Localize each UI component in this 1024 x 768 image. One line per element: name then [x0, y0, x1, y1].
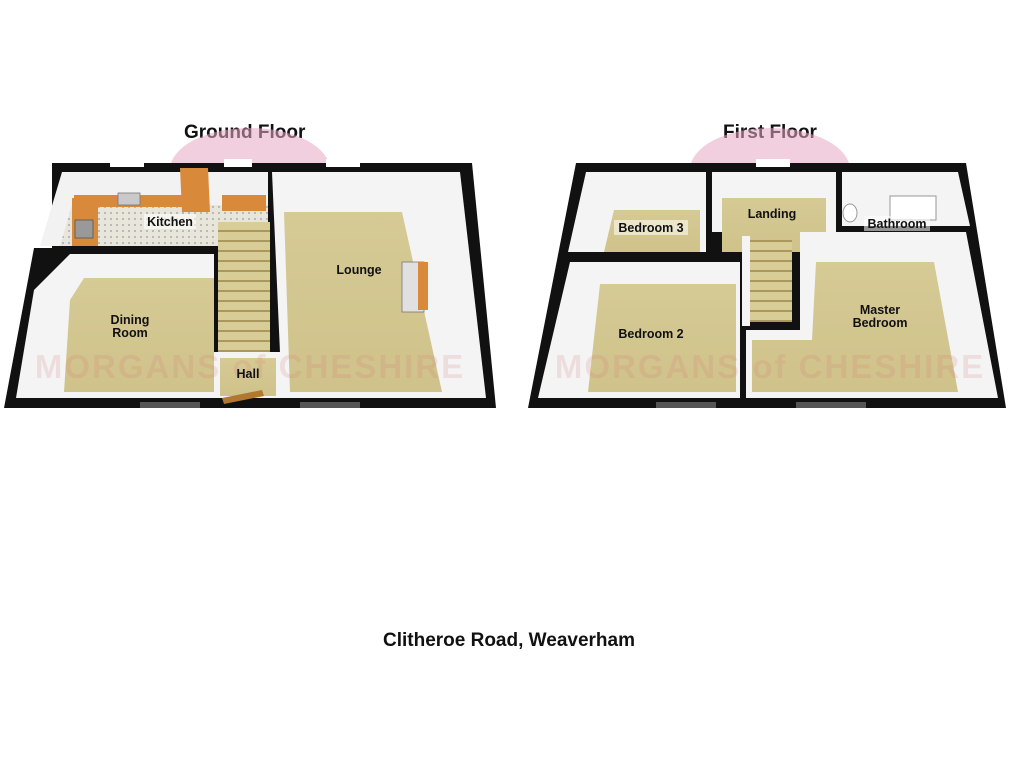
hall-and-stairs: [214, 222, 282, 404]
watermark-text-ground: MORGANS of CHESHIRE: [35, 348, 465, 385]
watermark-text-first: MORGANS of CHESHIRE: [555, 348, 985, 385]
dining-room: [16, 254, 214, 398]
room-label-dining-line1: Dining: [111, 313, 150, 327]
room-label-landing: Landing: [748, 207, 797, 221]
landing-area: [712, 172, 836, 326]
master-bedroom: [746, 232, 998, 398]
room-label-lounge: Lounge: [336, 263, 381, 277]
room-label-bedroom-3: Bedroom 3: [618, 221, 683, 235]
property-address: Clitheroe Road, Weaverham: [382, 630, 635, 651]
room-label-hall: Hall: [237, 367, 260, 381]
room-label-bedroom-2: Bedroom 2: [618, 327, 683, 341]
room-label-dining-line2: Room: [112, 326, 147, 340]
room-label-kitchen: Kitchen: [147, 215, 193, 229]
room-label-bathroom: Bathroom: [867, 217, 926, 231]
bedroom-2: [538, 262, 740, 398]
bedroom-3: [568, 172, 706, 252]
room-label-master-line1: Master: [860, 303, 900, 317]
floor-plan-diagram: MORGANS of CHESHIRE MORGANS of CHESHIRE …: [4, 128, 1006, 408]
lounge-room: [272, 172, 486, 398]
room-label-master-line2: Bedroom: [853, 316, 908, 330]
